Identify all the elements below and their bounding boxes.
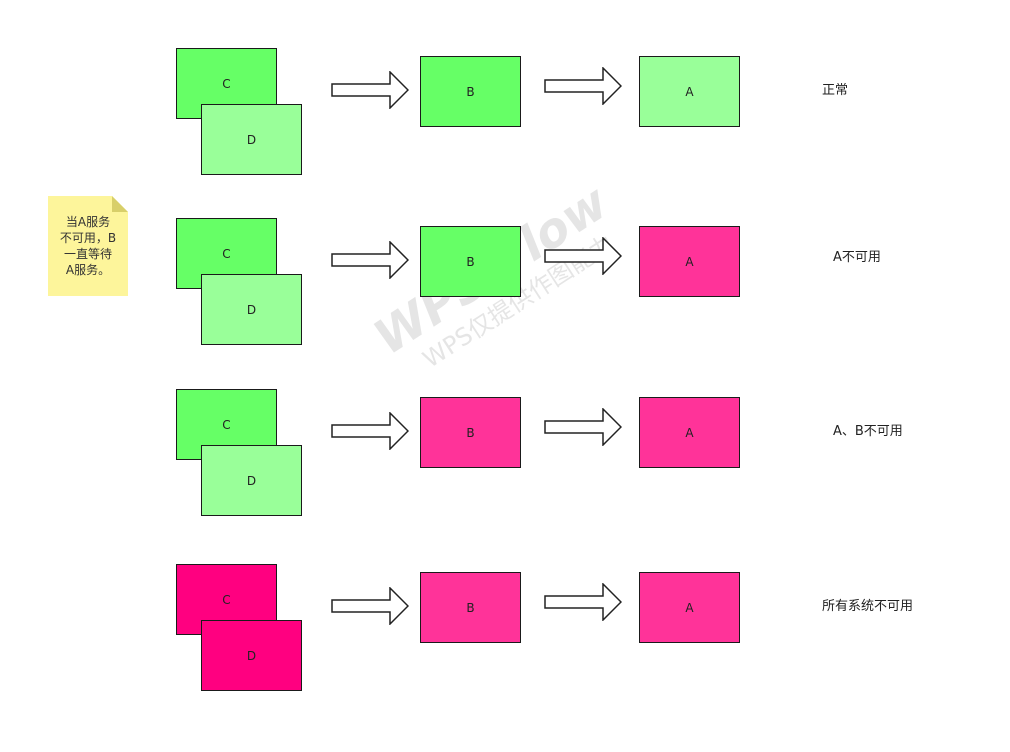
node-b-row2: B [420, 226, 521, 297]
node-a-row2: A [639, 226, 740, 297]
node-b-row3: B [420, 397, 521, 468]
node-d-row4: D [201, 620, 302, 691]
status-label-row4: 所有系统不可用 [822, 599, 914, 614]
node-a-row3: A [639, 397, 740, 468]
node-a-row4: A [639, 572, 740, 643]
node-d-row2: D [201, 274, 302, 345]
sticky-note-fold [112, 196, 128, 212]
arrow-icon [544, 237, 622, 275]
sticky-note [48, 196, 128, 296]
arrow-icon [331, 241, 409, 279]
status-label-row1: 正常 [822, 83, 849, 98]
status-label-row2: A不可用 [833, 250, 881, 265]
node-d-row1: D [201, 104, 302, 175]
node-a-row1: A [639, 56, 740, 127]
arrow-icon [331, 71, 409, 109]
node-b-row4: B [420, 572, 521, 643]
arrow-icon [544, 67, 622, 105]
status-label-row3: A、B不可用 [833, 424, 903, 439]
arrow-icon [331, 412, 409, 450]
arrow-icon [544, 408, 622, 446]
arrow-icon [331, 587, 409, 625]
sticky-note-text: 当A服务 不可用，B 一直等待 A服务。 [59, 215, 117, 277]
arrow-icon [544, 583, 622, 621]
node-b-row1: B [420, 56, 521, 127]
node-d-row3: D [201, 445, 302, 516]
